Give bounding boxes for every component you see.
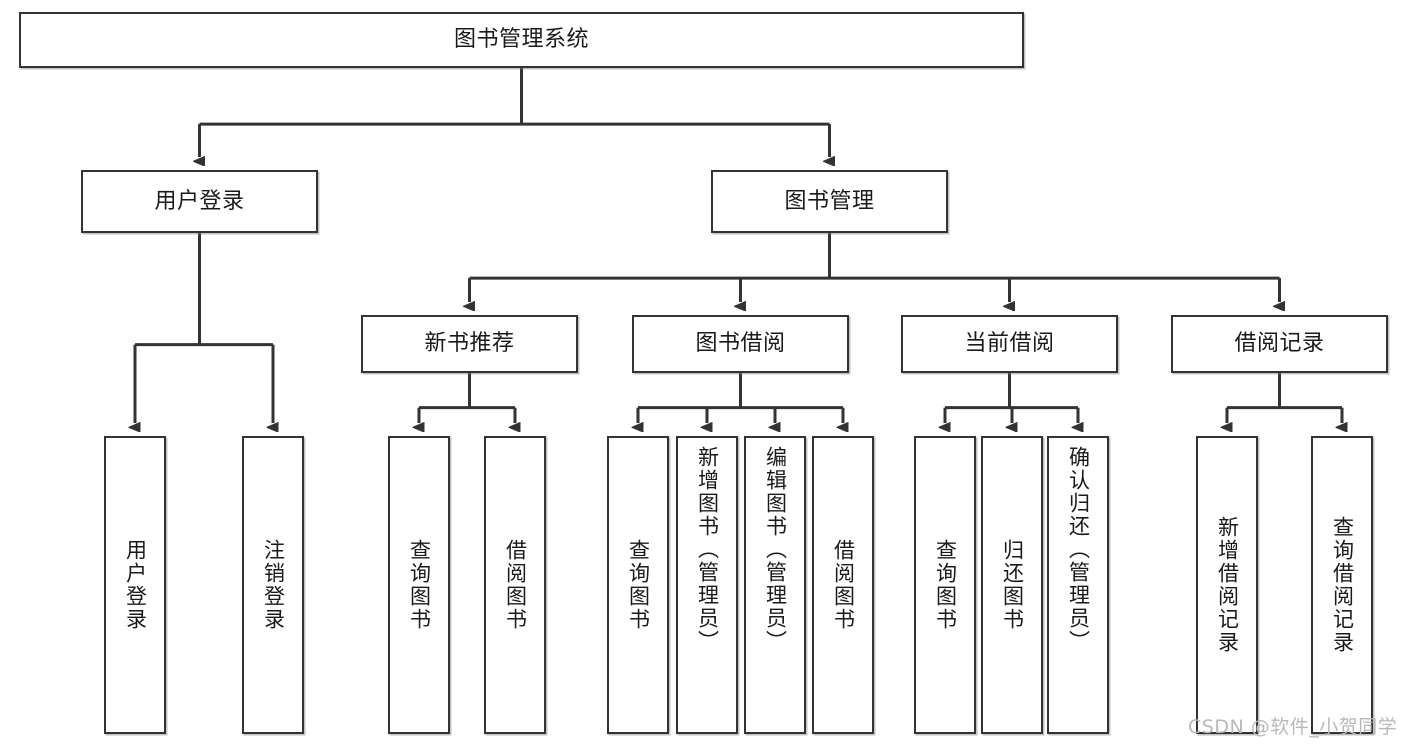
- node-root[interactable]: 图书管理系统: [19, 12, 1024, 68]
- node-leaf-borrow-book-rec-label: 借阅图书: [503, 539, 528, 631]
- node-leaf-add-borrow-record-label: 新增借阅记录: [1215, 516, 1240, 654]
- node-leaf-user-login[interactable]: 用户登录: [104, 436, 166, 734]
- node-leaf-user-logout[interactable]: 注销登录: [242, 436, 304, 734]
- node-new-book-recommend-label: 新书推荐: [424, 331, 515, 357]
- node-leaf-add-book-admin-label: 新增图书（管理员）: [695, 446, 720, 653]
- node-leaf-query-book-rec[interactable]: 查询图书: [388, 436, 450, 734]
- node-leaf-user-logout-label: 注销登录: [261, 539, 286, 631]
- node-leaf-add-borrow-record[interactable]: 新增借阅记录: [1196, 436, 1258, 734]
- node-leaf-query-borrow-record[interactable]: 查询借阅记录: [1311, 436, 1373, 734]
- node-leaf-edit-book-admin-label: 编辑图书（管理员）: [763, 446, 788, 653]
- node-leaf-user-login-label: 用户登录: [123, 539, 148, 631]
- node-leaf-query-borrow-record-label: 查询借阅记录: [1330, 516, 1355, 654]
- node-root-label: 图书管理系统: [453, 27, 589, 53]
- node-user-login[interactable]: 用户登录: [81, 170, 318, 233]
- node-leaf-borrow-book-rec[interactable]: 借阅图书: [484, 436, 546, 734]
- node-book-borrow[interactable]: 图书借阅: [632, 315, 849, 373]
- node-borrow-record-label: 借阅记录: [1234, 331, 1325, 357]
- node-new-book-recommend[interactable]: 新书推荐: [361, 315, 578, 373]
- node-leaf-confirm-return-admin-label: 确认归还（管理员）: [1066, 446, 1091, 653]
- node-leaf-edit-book-admin[interactable]: 编辑图书（管理员）: [744, 436, 806, 734]
- node-leaf-borrow-book-bb-label: 借阅图书: [831, 539, 856, 631]
- node-leaf-query-book-bb[interactable]: 查询图书: [607, 436, 669, 734]
- node-leaf-query-book-cb[interactable]: 查询图书: [914, 436, 976, 734]
- node-leaf-return-book-label: 归还图书: [1000, 539, 1025, 631]
- node-book-management[interactable]: 图书管理: [711, 170, 948, 233]
- node-leaf-query-book-cb-label: 查询图书: [933, 539, 958, 631]
- node-leaf-add-book-admin[interactable]: 新增图书（管理员）: [676, 436, 738, 734]
- node-book-borrow-label: 图书借阅: [695, 331, 786, 357]
- node-leaf-confirm-return-admin[interactable]: 确认归还（管理员）: [1047, 436, 1109, 734]
- node-user-login-label: 用户登录: [154, 188, 245, 214]
- node-current-borrow-label: 当前借阅: [964, 331, 1055, 357]
- node-borrow-record[interactable]: 借阅记录: [1171, 315, 1388, 373]
- node-current-borrow[interactable]: 当前借阅: [901, 315, 1118, 373]
- node-leaf-query-book-bb-label: 查询图书: [626, 539, 651, 631]
- node-leaf-return-book[interactable]: 归还图书: [981, 436, 1043, 734]
- node-book-management-label: 图书管理: [784, 188, 875, 214]
- node-leaf-query-book-rec-label: 查询图书: [407, 539, 432, 631]
- node-leaf-borrow-book-bb[interactable]: 借阅图书: [812, 436, 874, 734]
